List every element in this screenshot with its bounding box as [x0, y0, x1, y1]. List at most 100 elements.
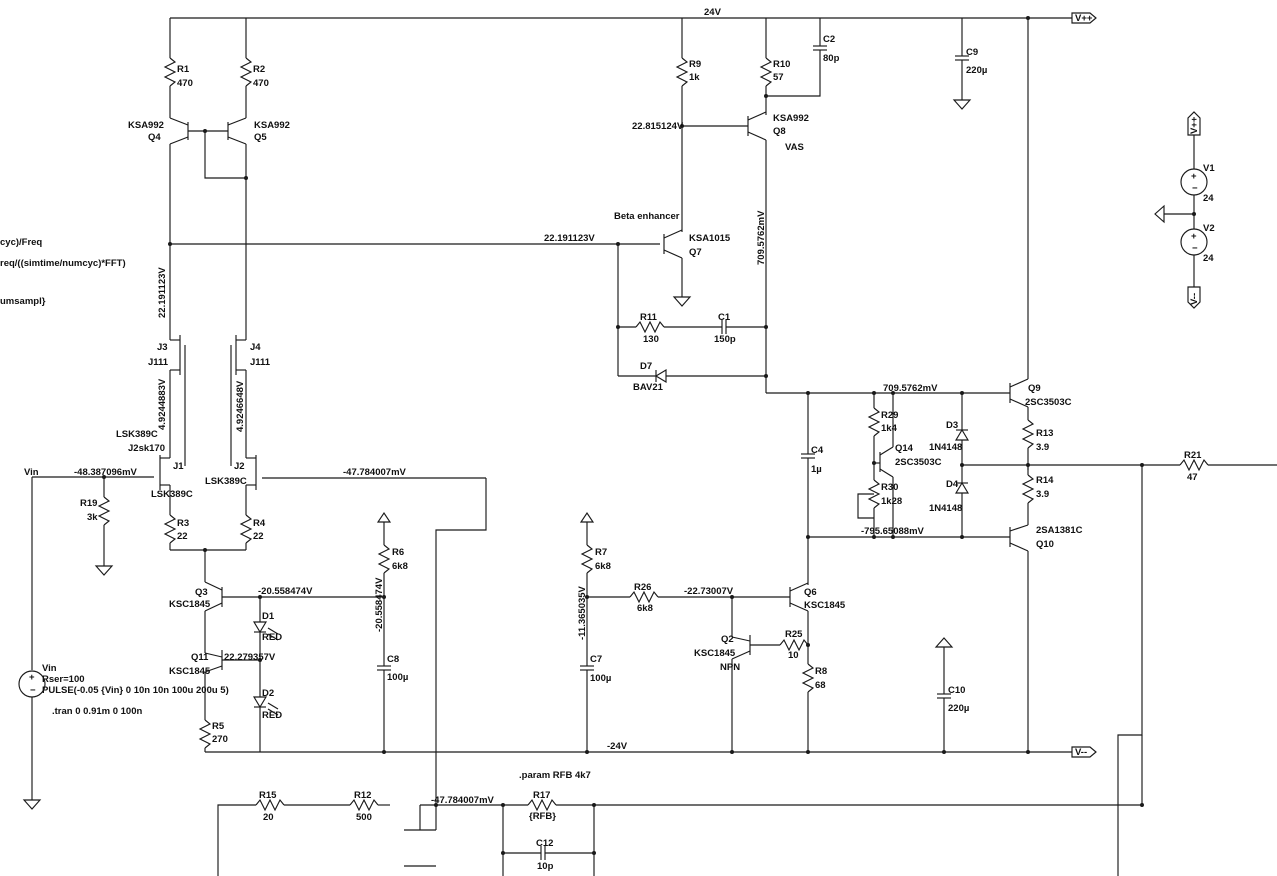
- d1-name: D1: [262, 611, 275, 622]
- q3-name: Q3: [195, 587, 208, 598]
- j2-model: LSK389C: [205, 476, 247, 487]
- bottom-rail-voltage: -24V: [607, 741, 628, 752]
- c9-value: 220µ: [966, 65, 987, 76]
- q5-name: Q5: [254, 132, 267, 143]
- q9-model: 2SC3503C: [1025, 397, 1072, 408]
- input-wire: [31, 476, 154, 670]
- v1-name: V1: [1203, 163, 1215, 174]
- q4-name: Q4: [148, 132, 161, 143]
- partial-directive-2: req/((simtime/numcyc)*FFT): [0, 258, 126, 269]
- r9-name: R9: [689, 59, 701, 70]
- vin-rser: Rser=100: [42, 674, 85, 685]
- r3-value: 22: [177, 531, 188, 542]
- j1-model: LSK389C: [151, 489, 193, 500]
- resistor-r4: [239, 514, 253, 550]
- j1-model-top: LSK389C: [116, 429, 158, 440]
- r29-name: R29: [881, 410, 898, 421]
- j2-name: J2: [234, 461, 245, 472]
- j4-source-voltage: 4.9246648V: [235, 380, 246, 432]
- resistor-r26: [587, 590, 790, 604]
- resistor-r9: [675, 18, 689, 232]
- capacitor-c12: [502, 805, 595, 876]
- tran-directive: .tran 0 0.91m 0 100n: [52, 706, 142, 717]
- q2-model: KSC1845: [694, 648, 736, 659]
- vmm-flag-right-label: V--: [1189, 293, 1200, 305]
- q3-model: KSC1845: [169, 599, 211, 610]
- vmm-flag-label: V--: [1075, 747, 1087, 758]
- d7-name: D7: [640, 361, 652, 372]
- q8-name: Q8: [773, 126, 786, 137]
- diode-d3: [954, 393, 970, 483]
- j3-source-voltage: 4.9244883V: [157, 378, 168, 430]
- r8-name: R8: [815, 666, 827, 677]
- voltage-source-v2: [1180, 228, 1208, 309]
- q10-model: 2SA1381C: [1036, 525, 1083, 536]
- resistor-r30: [857, 479, 881, 537]
- negative-rail: [205, 746, 1097, 758]
- r30-value: 1k28: [881, 496, 902, 507]
- c7-node-voltage: -11.365035V: [577, 585, 588, 640]
- c7-name: C7: [590, 654, 602, 665]
- c8-node-voltage: -20.558474V: [374, 577, 385, 632]
- r7-name: R7: [595, 547, 607, 558]
- resistor-r17: [527, 798, 1142, 812]
- r13-value: 3.9: [1036, 442, 1049, 453]
- positive-rail: [170, 12, 1097, 24]
- q6-name: Q6: [804, 587, 817, 598]
- transistor-q6: [789, 582, 809, 664]
- led-d2: [252, 688, 279, 752]
- vin-pulse: PULSE(-0.05 {Vin} 0 10n 10n 100u 200u 5): [42, 685, 229, 696]
- r25-value: 10: [788, 650, 799, 661]
- v2-name: V2: [1203, 223, 1215, 234]
- r3-name: R3: [177, 518, 189, 529]
- c10-value: 220µ: [948, 703, 969, 714]
- r26-value: 6k8: [637, 603, 653, 614]
- r25-name: R25: [785, 629, 803, 640]
- r7-value: 6k8: [595, 561, 611, 572]
- q14-name: Q14: [895, 443, 914, 454]
- q8-extra: VAS: [785, 142, 804, 153]
- supply-ground: [1154, 204, 1194, 224]
- r19-value: 3k: [87, 512, 98, 523]
- q3-base-voltage: -20.558474V: [258, 586, 313, 597]
- capacitor-c8: [377, 662, 391, 752]
- r4-name: R4: [253, 518, 266, 529]
- r21-value: 47: [1187, 472, 1198, 483]
- resistor-r5: [198, 719, 212, 752]
- resistor-r11: [618, 320, 722, 334]
- d1-model: RED: [262, 632, 282, 643]
- c1-name: C1: [718, 312, 731, 323]
- q2-extra: NPN: [720, 662, 740, 673]
- v1-plus: +: [1191, 171, 1197, 182]
- c4-value: 1µ: [811, 464, 822, 475]
- q2-name: Q2: [721, 634, 734, 645]
- d4-name: D4: [946, 479, 959, 490]
- r10-value: 57: [773, 72, 784, 83]
- resistor-r10: [759, 18, 773, 115]
- j3-model: J111: [148, 357, 169, 368]
- transistor-q8: [747, 111, 767, 393]
- capacitor-c9: [952, 18, 972, 110]
- jfet-j1: [159, 455, 171, 515]
- vpp-flag-right: [1187, 111, 1201, 169]
- transistor-q7: [663, 229, 692, 307]
- resistor-r13: [1021, 419, 1035, 470]
- j1-extra: J2sk170: [128, 443, 165, 454]
- beta-enhancer-label: Beta enhancer: [614, 211, 680, 222]
- q8-model: KSA992: [773, 113, 809, 124]
- r2-name: R2: [253, 64, 265, 75]
- partial-directive-3: umsampl}: [0, 296, 46, 307]
- r11-name: R11: [640, 312, 658, 323]
- r12-name: R12: [354, 790, 371, 801]
- d3-name: D3: [946, 420, 958, 431]
- q5-model: KSA992: [254, 120, 290, 131]
- resistor-r25: [779, 638, 809, 652]
- r14-name: R14: [1036, 475, 1054, 486]
- resistor-r19: [94, 496, 114, 576]
- transistor-q2: [731, 597, 780, 752]
- r14-value: 3.9: [1036, 489, 1049, 500]
- r30-name: R30: [881, 482, 898, 493]
- c4-name: C4: [811, 445, 824, 456]
- r15-value: 20: [263, 812, 274, 823]
- q14-model: 2SC3503C: [895, 457, 942, 468]
